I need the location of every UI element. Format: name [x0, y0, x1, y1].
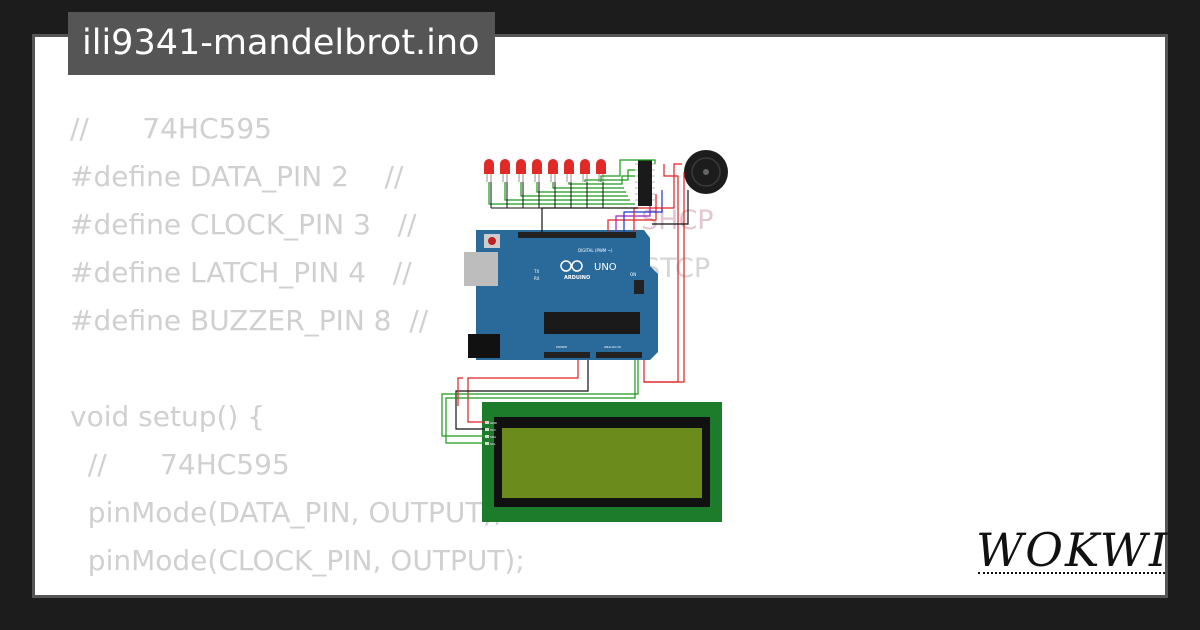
- board-model-label: UNO: [594, 262, 617, 273]
- analog-header: [596, 352, 642, 358]
- led[interactable]: [484, 159, 494, 174]
- digital-header-label: DIGITAL (PWM ~): [578, 248, 613, 253]
- buzzer-hole: [703, 169, 709, 175]
- code-line: pinMode(CLOCK_PIN, OUTPUT);: [70, 544, 525, 577]
- rx-label: RX: [534, 276, 540, 281]
- code-line: #define DATA_PIN 2 //: [70, 160, 404, 193]
- code-line: pinMode(LATCH_PIN, OUTPUT);: [70, 585, 525, 595]
- lcd-pins: [485, 421, 489, 445]
- led[interactable]: [564, 159, 574, 174]
- buzzer-ring: [691, 157, 721, 187]
- led[interactable]: [500, 159, 510, 174]
- power-header-label: POWER: [556, 345, 567, 349]
- led[interactable]: [580, 159, 590, 174]
- arduino-uno-board[interactable]: UNO ARDUINO DIGITAL (PWM ~) POWER ANALOG…: [464, 230, 658, 360]
- project-title[interactable]: ili9341-mandelbrot.ino: [68, 12, 495, 75]
- code-line: // 74HC595: [70, 112, 272, 145]
- shift-register-74hc595[interactable]: [635, 160, 655, 206]
- digital-header: [518, 232, 636, 238]
- code-line: #define LATCH_PIN 4 //: [70, 256, 412, 289]
- led-legs: [486, 174, 604, 182]
- code-line: #define CLOCK_PIN 3 //: [70, 208, 417, 241]
- led[interactable]: [596, 159, 606, 174]
- code-line: #define BUZZER_PIN 8 //: [70, 304, 429, 337]
- svg-text:SDA: SDA: [490, 435, 497, 439]
- lcd-module[interactable]: GND VCC SDA SCL: [482, 402, 722, 522]
- code-line: void setup() {: [70, 400, 266, 433]
- svg-text:SCL: SCL: [490, 442, 496, 446]
- icsp-header: [634, 280, 644, 294]
- wokwi-logo: WOKWI: [976, 523, 1170, 577]
- analog-header-label: ANALOG IN: [604, 345, 621, 349]
- ic-pins: [635, 163, 655, 201]
- led[interactable]: [516, 159, 526, 174]
- led[interactable]: [532, 159, 542, 174]
- buzzer-wires: [644, 172, 689, 383]
- on-label: ON: [630, 272, 636, 277]
- power-header: [544, 352, 590, 358]
- reset-button[interactable]: [488, 237, 496, 245]
- buzzer[interactable]: [684, 150, 728, 194]
- lcd-wires: [441, 360, 639, 444]
- code-listing: // 74HC595 #define DATA_PIN 2 // #define…: [70, 105, 525, 595]
- ic-74hc595: [638, 160, 652, 206]
- board-pcb: [476, 230, 658, 360]
- led-array[interactable]: [484, 159, 606, 182]
- tx-label: TX: [533, 269, 539, 274]
- arduino-logo-icon: [571, 260, 583, 272]
- ground-wires: [490, 182, 638, 209]
- circuit-diagram[interactable]: GND VCC SDA SCL UNO ARDUINO DIGITAL (PWM…: [438, 146, 738, 526]
- code-line: pinMode(DATA_PIN, OUTPUT);: [70, 496, 503, 529]
- lcd-screen: [502, 428, 702, 498]
- led-wires: [488, 159, 656, 205]
- code-line: // 74HC595: [70, 448, 290, 481]
- svg-text:VCC: VCC: [490, 428, 496, 432]
- power-jack: [468, 334, 500, 358]
- usb-port: [464, 252, 498, 286]
- arduino-logo-icon: [560, 260, 572, 272]
- svg-text:GND: GND: [490, 421, 498, 425]
- atmega-chip: [544, 312, 640, 334]
- led[interactable]: [548, 159, 558, 174]
- board-brand-label: ARDUINO: [564, 275, 590, 281]
- lcd-pin-labels: GND VCC SDA SCL: [490, 421, 498, 446]
